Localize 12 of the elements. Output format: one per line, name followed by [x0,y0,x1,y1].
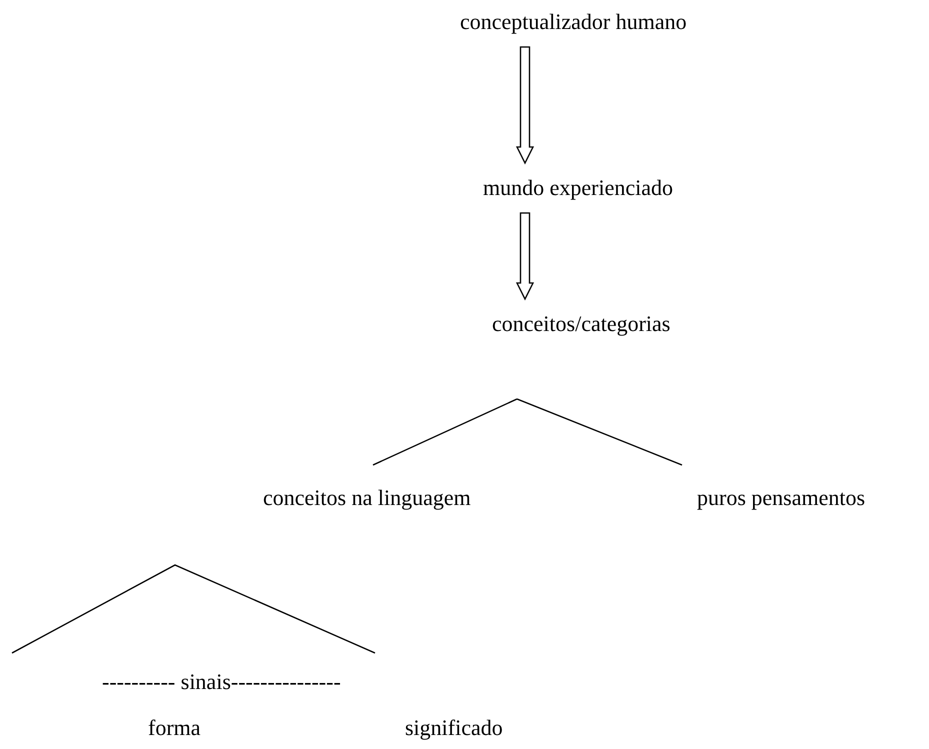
hollow-arrow [516,46,534,164]
hollow-arrow [516,212,534,300]
concept-text: conceitos na linguagem [263,465,471,511]
concept-text: conceptualizador humano [460,9,687,35]
concept-text: mundo experienciado [483,175,673,201]
meaning-label: significado [405,715,503,741]
form-label: forma [148,715,201,741]
concept-text: conceitos/categorias [492,311,670,399]
signs-label: ---------- sinais--------------- [102,669,341,695]
branch-line [372,398,518,466]
concept-text: puros pensamentos [697,465,866,511]
branch-line [516,398,682,466]
